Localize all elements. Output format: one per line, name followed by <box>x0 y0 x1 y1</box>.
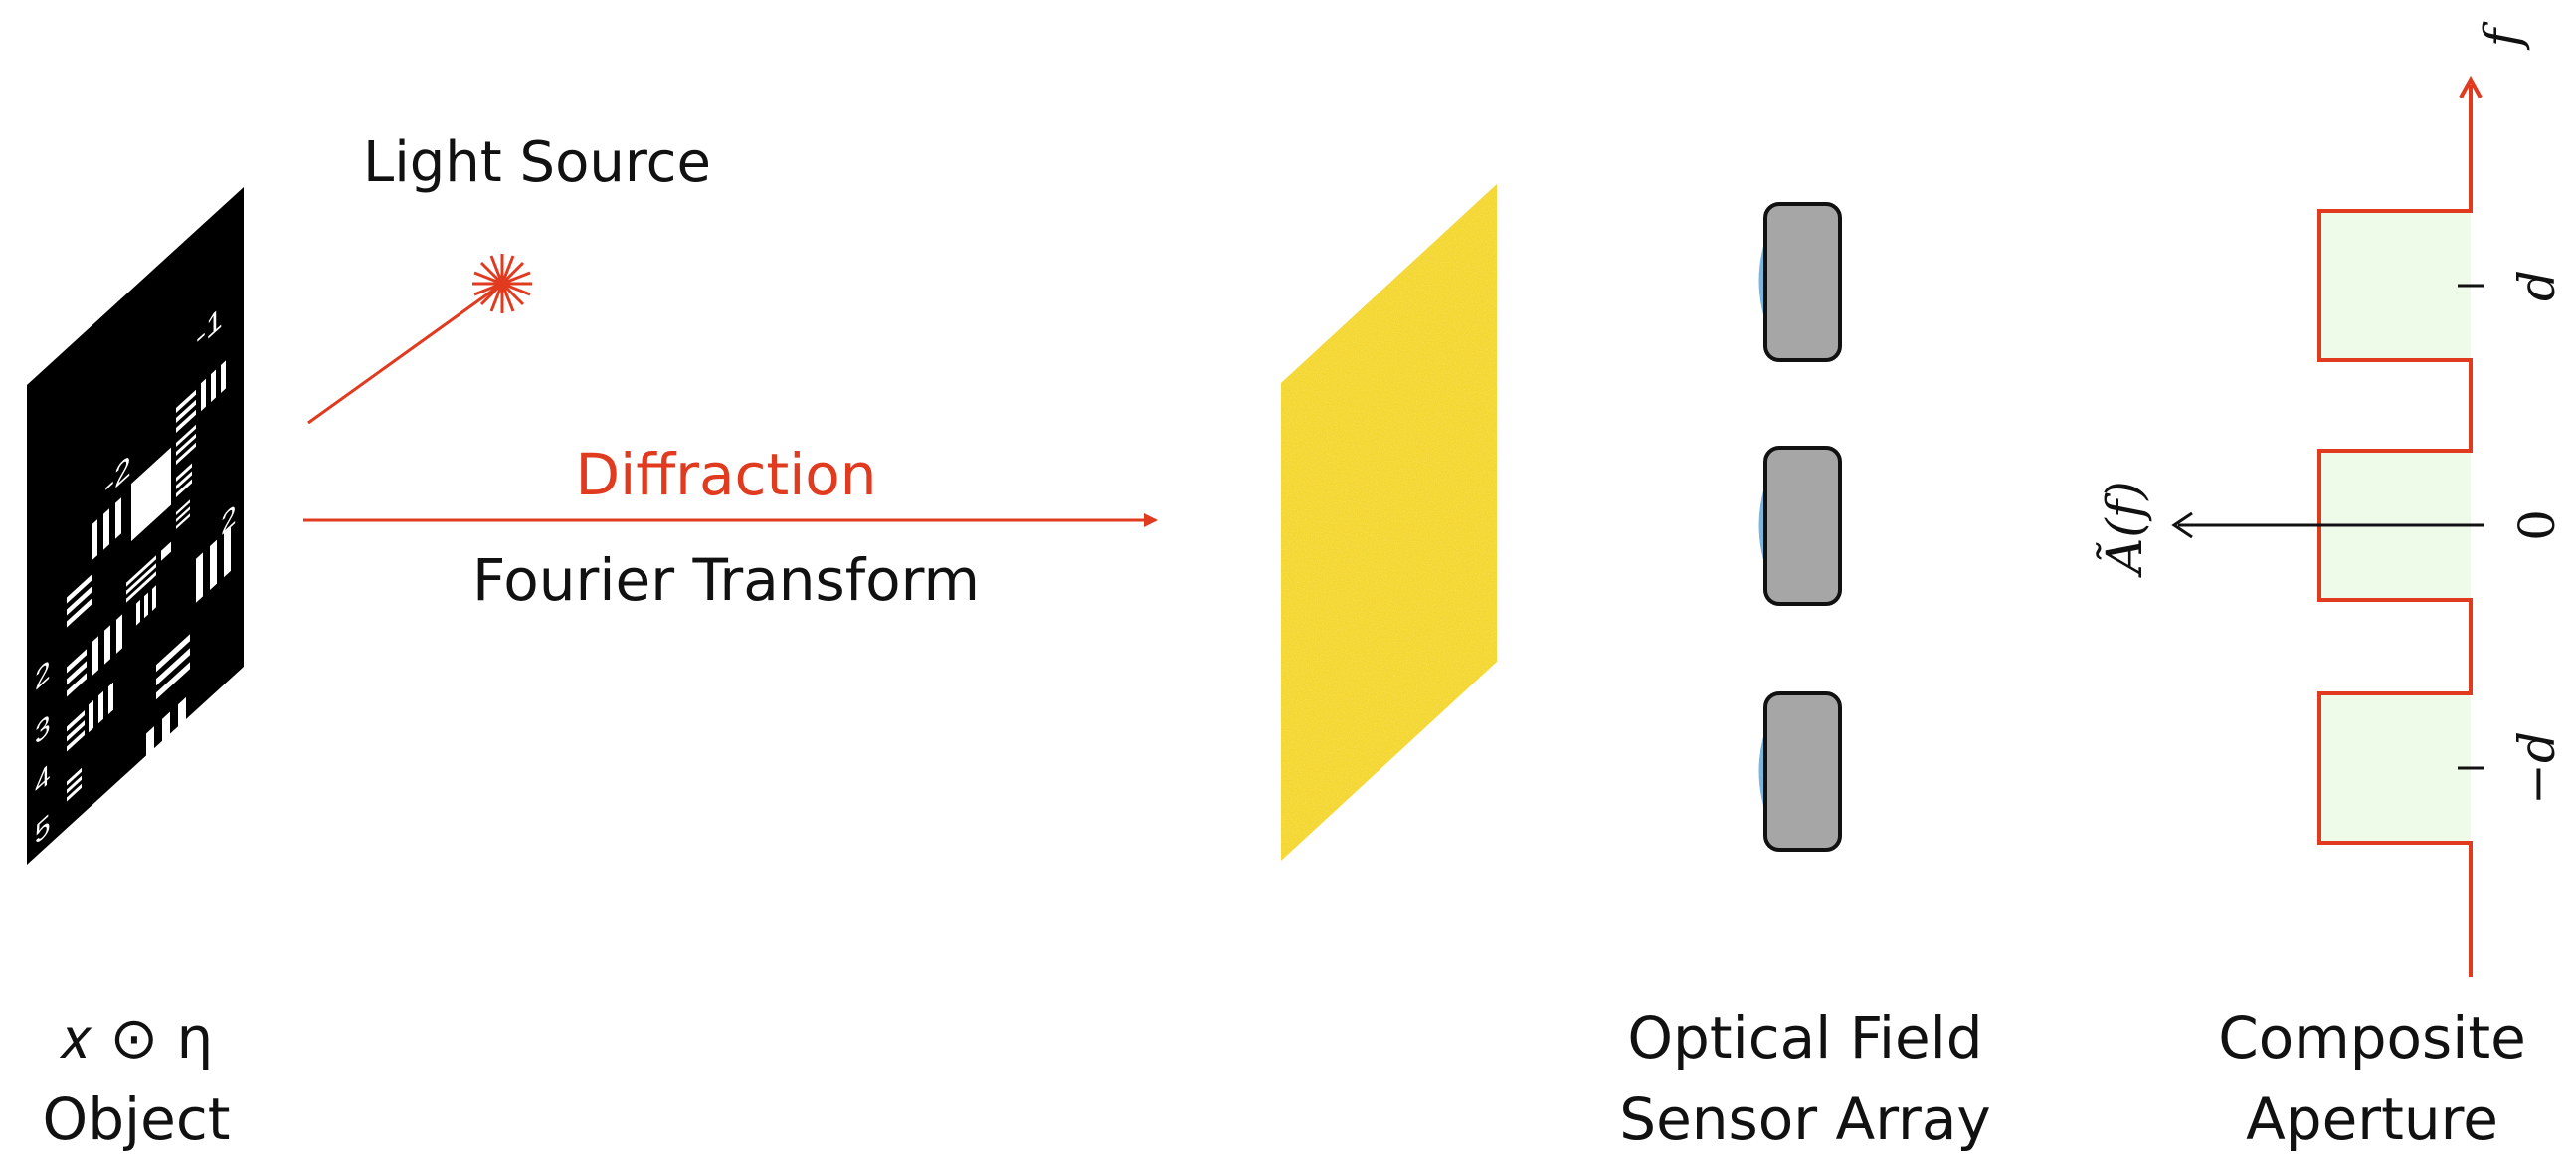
group-number: 3 <box>35 707 51 752</box>
aperture-window <box>2319 211 2471 360</box>
speckle-field <box>1281 184 1497 861</box>
sensor-unit <box>1758 446 1842 606</box>
tick-label-minus-d: −d <box>2508 731 2566 805</box>
group-number: 2 <box>221 497 237 542</box>
diffraction-label: Diffraction <box>575 441 876 508</box>
object-label: Object <box>43 1085 231 1153</box>
sensor-body <box>1763 202 1842 362</box>
fourier-transform-label: Fourier Transform <box>472 546 980 614</box>
group-number: 4 <box>35 757 51 802</box>
sensor-body <box>1763 691 1842 852</box>
sensor-label-line2: Sensor Array <box>1619 1085 1990 1153</box>
usaf-target: -2 -1 2 3 4 5 6 2 USAF-1951 <box>27 187 350 990</box>
tick-label-d: d <box>2508 270 2566 301</box>
sensor-unit <box>1758 202 1842 362</box>
sensor-array <box>1758 202 1842 852</box>
light-source-label: Light Source <box>363 130 711 195</box>
f-axis-label: f <box>2474 21 2531 51</box>
usaf-pattern <box>67 360 231 891</box>
aperture-window <box>2319 693 2471 843</box>
composite-aperture: f d 0 −d Ã(f) <box>2095 21 2566 977</box>
object-formula: 𝑥 ⊙ η <box>60 1004 214 1072</box>
group-number: 2 <box>35 653 51 697</box>
group-number: 5 <box>35 807 51 852</box>
sensor-label-line1: Optical Field <box>1627 1004 1982 1072</box>
sensor-body <box>1763 446 1842 606</box>
amplitude-arrowhead <box>2171 511 2193 539</box>
illumination-ray <box>307 282 503 425</box>
aperture-label-line2: Aperture <box>2246 1085 2498 1153</box>
amplitude-label: Ã(f) <box>2095 481 2153 578</box>
aperture-label-line1: Composite <box>2218 1004 2526 1072</box>
group-number: 6 <box>35 857 51 901</box>
sensor-unit <box>1758 691 1842 852</box>
tick-label-zero: 0 <box>2508 509 2566 541</box>
f-axis-arrowhead <box>2459 75 2483 98</box>
